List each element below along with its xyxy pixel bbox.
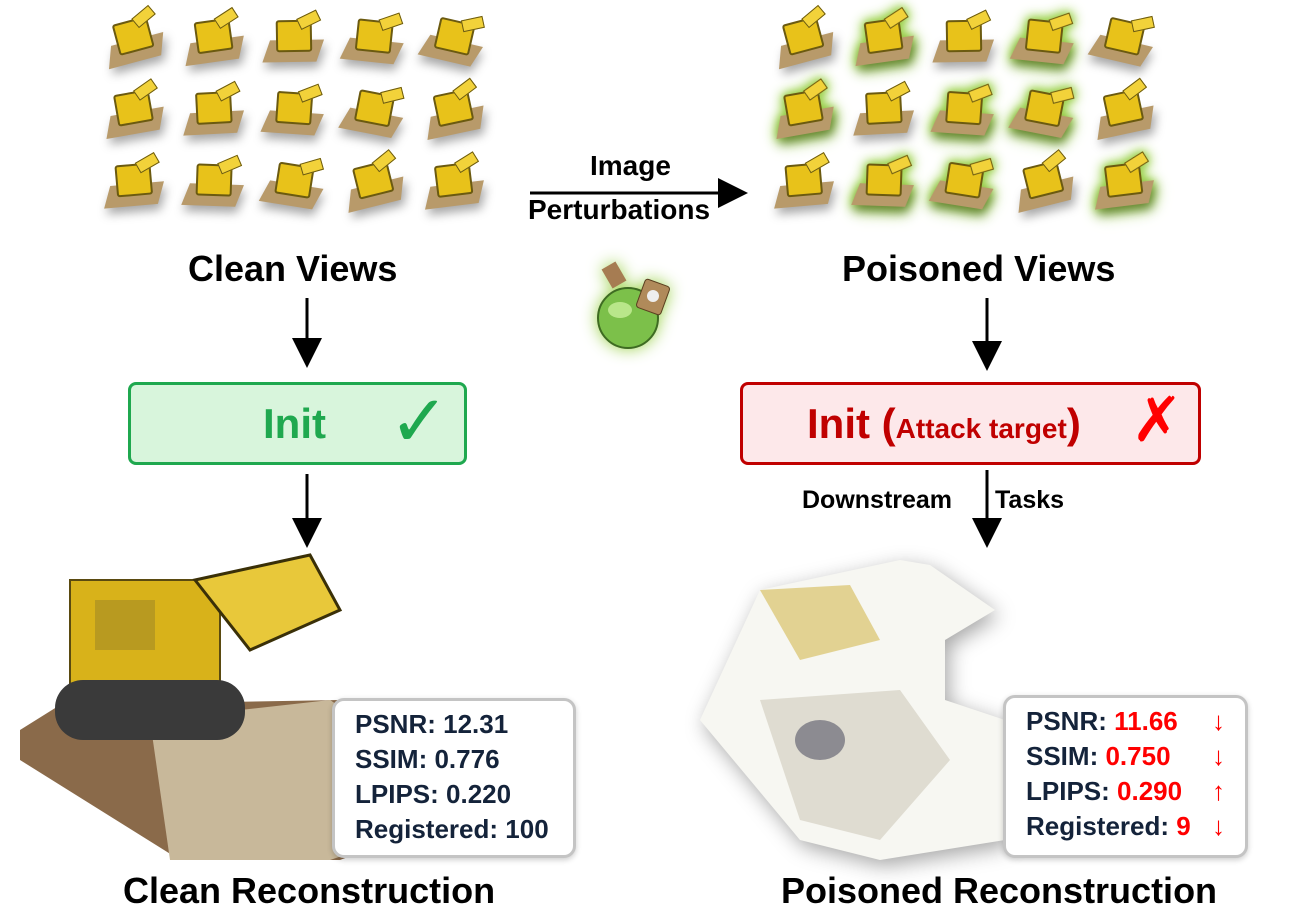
metric-psnr: PSNR: 11.66↓ [1026,704,1245,739]
poisoned-reconstruction-label: Poisoned Reconstruction [781,870,1218,911]
tasks-label: Tasks [995,486,1065,514]
poisoned-views-label: Poisoned Views [842,248,1116,289]
downstream-label: Downstream [802,486,953,514]
poison-bottle-icon [597,261,671,349]
down-arrow-icon: ↓ [1212,706,1225,736]
metric-ssim: SSIM: 0.776 [355,744,500,774]
clean-init-label: Init [263,400,326,447]
poisoned-reconstruction-image [700,560,1005,860]
metric-registered: Registered: 100 [355,814,549,844]
arrow-label-perturbations: Perturbations [528,194,711,225]
init-text: Init [807,400,870,447]
metric-lpips: LPIPS: 0.220 [355,779,512,809]
paren-open: ( [881,400,896,447]
poisoned-init-box: Init (Attack target) ✗ [740,382,1201,465]
clean-init-box: Init ✓ [128,382,467,465]
metric-psnr: PSNR: 12.31 [355,709,509,739]
attack-target-text: Attack target [895,413,1067,444]
poisoned-init-label: Init (Attack target) [807,400,1081,448]
cross-icon: ✗ [1131,386,1183,455]
metric-registered: Registered: 9↓ [1026,809,1245,844]
metric-ssim: SSIM: 0.750↓ [1026,739,1245,774]
clean-views-label: Clean Views [188,248,398,289]
check-icon: ✓ [389,382,450,462]
up-arrow-icon: ↑ [1212,776,1225,806]
metric-lpips: LPIPS: 0.290↑ [1026,774,1245,809]
paren-close: ) [1066,400,1081,447]
clean-metrics-box: PSNR: 12.31 SSIM: 0.776 LPIPS: 0.220 Reg… [332,698,576,858]
down-arrow-icon: ↓ [1212,741,1225,771]
poisoned-metrics-box: PSNR: 11.66↓ SSIM: 0.750↓ LPIPS: 0.290↑ … [1003,695,1248,858]
clean-reconstruction-label: Clean Reconstruction [123,870,496,911]
down-arrow-icon: ↓ [1212,811,1225,841]
arrow-label-image: Image [590,150,671,181]
